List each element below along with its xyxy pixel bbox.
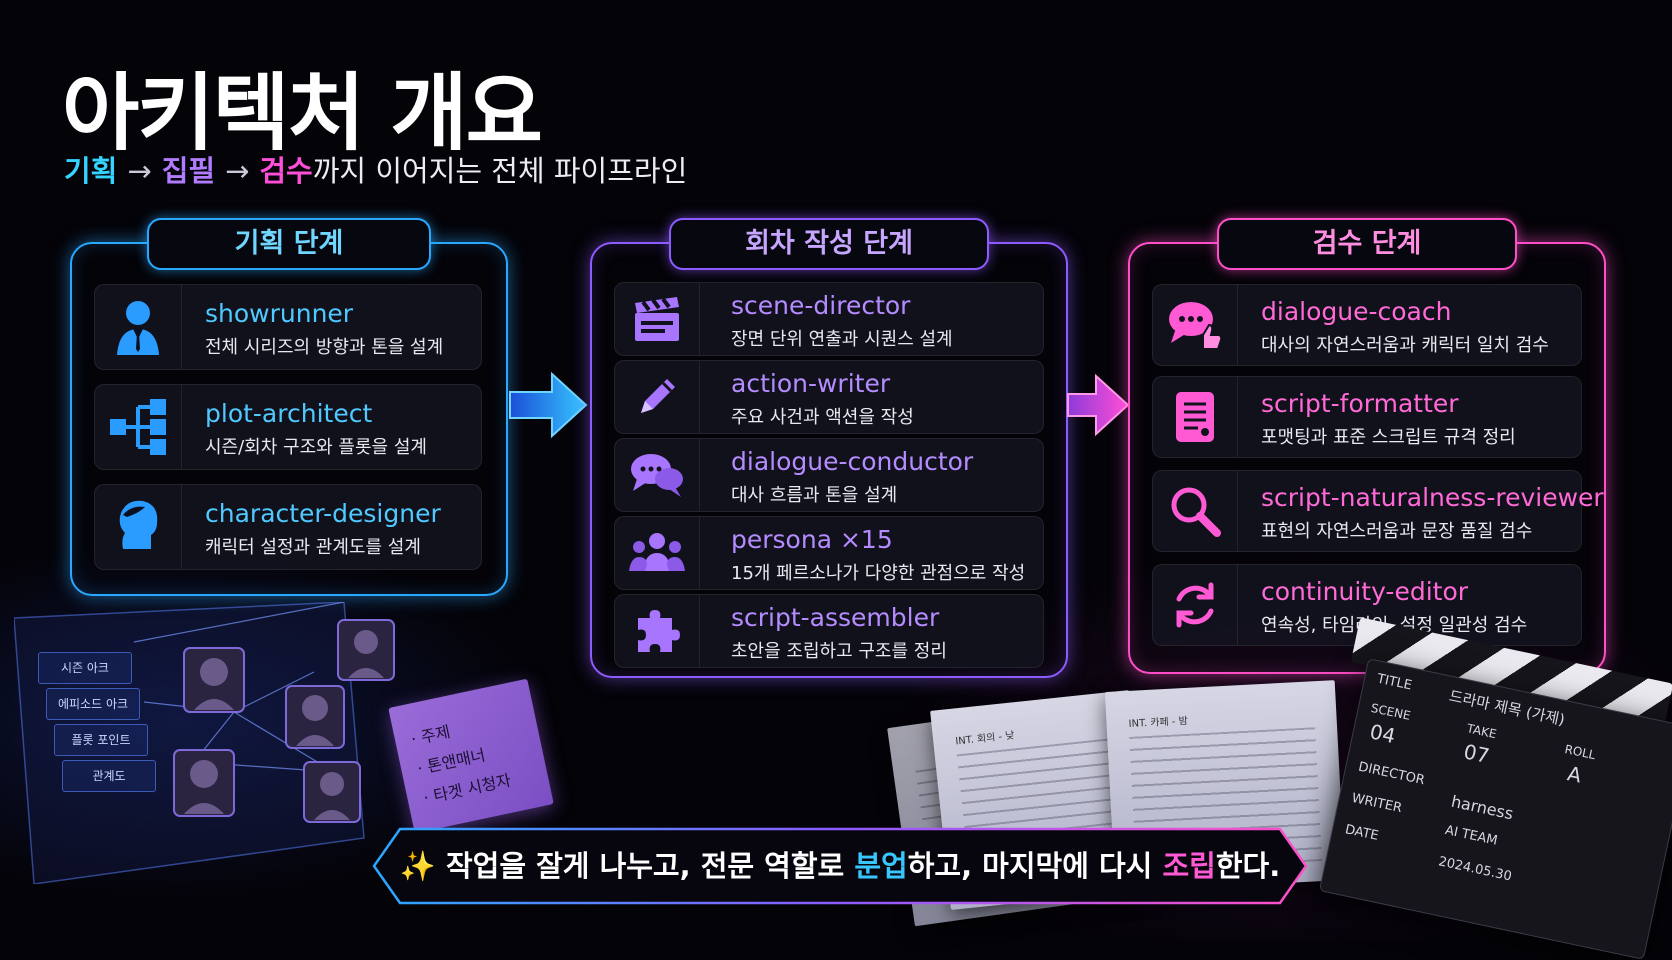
page-title: 아키텍처 개요 xyxy=(62,64,543,162)
clapper-writer-label: WRITER xyxy=(1350,790,1404,817)
clapper-title-label: TITLE xyxy=(1375,671,1414,694)
agent-name: action-writer xyxy=(731,369,891,398)
clapper-take-value: 07 xyxy=(1461,739,1492,769)
head-profile-icon xyxy=(95,485,182,569)
banner-highlight-divide: 분업 xyxy=(854,849,908,883)
agent-name: persona ×15 xyxy=(731,525,893,554)
puzzle-icon xyxy=(615,595,700,667)
clapper-scene-value: 04 xyxy=(1367,719,1398,749)
agent-desc: 캐릭터 설정과 관계도를 설계 xyxy=(205,537,421,558)
flow-arrow-right xyxy=(509,371,588,439)
paper-heading: INT. 카페 - 밤 xyxy=(1128,715,1189,730)
agent-card-character-designer: character-designer 캐릭터 설정과 관계도를 설계 xyxy=(94,484,482,570)
agent-desc: 표현의 자연스러움과 문장 품질 검수 xyxy=(1261,521,1533,542)
clapper-writer-value: AI TEAM xyxy=(1443,822,1499,849)
clapper-director-label: DIRECTOR xyxy=(1356,759,1426,789)
subtitle-arrow: → xyxy=(127,154,152,188)
subtitle-step-writing: 집필 xyxy=(161,154,216,188)
agent-card-dialogue-coach: dialogue-coach 대사의 자연스러움과 캐릭터 일치 검수 xyxy=(1152,284,1582,366)
agent-desc: 대사의 자연스러움과 캐릭터 일치 검수 xyxy=(1261,335,1549,356)
agent-card-action-writer: action-writer 주요 사건과 액션을 작성 xyxy=(614,360,1044,434)
note-line: · 주제 xyxy=(409,722,453,749)
board-label: 관계도 xyxy=(62,760,156,792)
clapperboard-icon xyxy=(615,283,700,355)
chat-bubbles-icon xyxy=(615,439,700,511)
agent-name: script-assembler xyxy=(731,603,940,632)
banner-text: ✨ 작업을 잘게 나누고, 전문 역할로 분업하고, 마지막에 다시 조립한다. xyxy=(370,826,1310,906)
agent-name: script-naturalness-reviewer xyxy=(1261,483,1604,512)
agent-desc: 시즌/회차 구조와 플롯을 설계 xyxy=(205,437,427,458)
clapper-date-value: 2024.05.30 xyxy=(1437,854,1513,885)
agent-desc: 초안을 조립하고 구조를 정리 xyxy=(731,641,947,662)
stage-label: 검수 단계 xyxy=(1217,218,1517,270)
agent-name: scene-director xyxy=(731,291,911,320)
board-label: 플롯 포인트 xyxy=(54,724,148,756)
board-label: 시즌 아크 xyxy=(38,652,132,684)
refresh-cycle-icon xyxy=(1153,565,1238,645)
summary-banner: ✨ 작업을 잘게 나누고, 전문 역할로 분업하고, 마지막에 다시 조립한다. xyxy=(370,826,1310,906)
stage-label: 회차 작성 단계 xyxy=(669,218,989,270)
story-board-illustration: 시즌 아크 에피소드 아크 플롯 포인트 관계도 xyxy=(14,602,434,884)
agent-name: dialogue-conductor xyxy=(731,447,974,476)
people-group-icon xyxy=(615,517,700,589)
agent-card-plot-architect: plot-architect 시즌/회차 구조와 플롯을 설계 xyxy=(94,384,482,470)
agent-card-persona: persona ×15 15개 페르소나가 다양한 관점으로 작성 xyxy=(614,516,1044,590)
agent-card-scene-director: scene-director 장면 단위 연출과 시퀀스 설계 xyxy=(614,282,1044,356)
chat-thumbs-up-icon xyxy=(1153,285,1238,365)
agent-desc: 대사 흐름과 톤을 설계 xyxy=(731,485,898,506)
clapper-roll-value: A xyxy=(1565,761,1584,788)
agent-desc: 포맷팅과 표준 스크립트 규격 정리 xyxy=(1261,427,1516,448)
banner-highlight-assemble: 조립 xyxy=(1162,849,1216,883)
agent-desc: 주요 사건과 액션을 작성 xyxy=(731,407,914,428)
agent-name: character-designer xyxy=(205,499,441,528)
banner-part: 작업을 잘게 나누고, 전문 역할로 xyxy=(445,849,855,883)
paper-heading: INT. 회의 - 낮 xyxy=(954,730,1016,748)
subtitle-rest: 까지 이어지는 전체 파이프라인 xyxy=(312,154,688,188)
agent-desc: 전체 시리즈의 방향과 톤을 설계 xyxy=(205,337,444,358)
agent-name: script-formatter xyxy=(1261,389,1459,418)
clapper-director-value: harness xyxy=(1449,791,1515,824)
banner-part: 하고, 마지막에 다시 xyxy=(907,849,1163,883)
person-suit-icon xyxy=(95,285,182,369)
agent-name: continuity-editor xyxy=(1261,577,1469,606)
agent-desc: 장면 단위 연출과 시퀀스 설계 xyxy=(731,329,953,350)
stage-episode-writing: 회차 작성 단계 scene-director 장면 단위 연출과 시퀀스 설계… xyxy=(590,218,1068,678)
agent-card-showrunner: showrunner 전체 시리즈의 방향과 톤을 설계 xyxy=(94,284,482,370)
subtitle-step-review: 검수 xyxy=(259,154,313,188)
sparkle-icon: ✨ xyxy=(399,849,436,883)
agent-name: showrunner xyxy=(205,299,354,328)
subtitle-step-planning: 기획 xyxy=(64,154,118,188)
agent-card-script-formatter: script-formatter 포맷팅과 표준 스크립트 규격 정리 xyxy=(1152,376,1582,458)
agent-name: dialogue-coach xyxy=(1261,297,1452,326)
clapper-roll-label: ROLL xyxy=(1563,742,1597,763)
stage-label: 기획 단계 xyxy=(147,218,431,270)
page-subtitle: 기획 → 집필 → 검수까지 이어지는 전체 파이프라인 xyxy=(64,148,687,190)
tree-structure-icon xyxy=(95,385,182,469)
agent-card-dialogue-conductor: dialogue-conductor 대사 흐름과 톤을 설계 xyxy=(614,438,1044,512)
stage-review: 검수 단계 dialogue-coach 대사의 자연스러움과 캐릭터 일치 검… xyxy=(1128,218,1606,674)
agent-desc: 15개 페르소나가 다양한 관점으로 작성 xyxy=(731,563,1026,584)
agent-card-script-naturalness-reviewer: script-naturalness-reviewer 표현의 자연스러움과 문… xyxy=(1152,470,1604,552)
magnifier-icon xyxy=(1153,471,1238,551)
document-icon xyxy=(1153,377,1238,457)
pencil-icon xyxy=(615,361,700,433)
stage-planning: 기획 단계 showrunner 전체 시리즈의 방향과 톤을 설계 plot-… xyxy=(70,218,508,596)
clapper-date-label: DATE xyxy=(1343,822,1380,844)
agent-card-script-assembler: script-assembler 초안을 조립하고 구조를 정리 xyxy=(614,594,1044,668)
clapper-take-label: TAKE xyxy=(1465,721,1498,742)
flow-arrow-right xyxy=(1067,373,1130,437)
agent-card-continuity-editor: continuity-editor 연속성, 타임라인, 설정 일관성 검수 xyxy=(1152,564,1582,646)
subtitle-arrow: → xyxy=(225,154,250,188)
board-label: 에피소드 아크 xyxy=(46,688,140,720)
agent-name: plot-architect xyxy=(205,399,373,428)
banner-part: 한다. xyxy=(1215,849,1281,883)
